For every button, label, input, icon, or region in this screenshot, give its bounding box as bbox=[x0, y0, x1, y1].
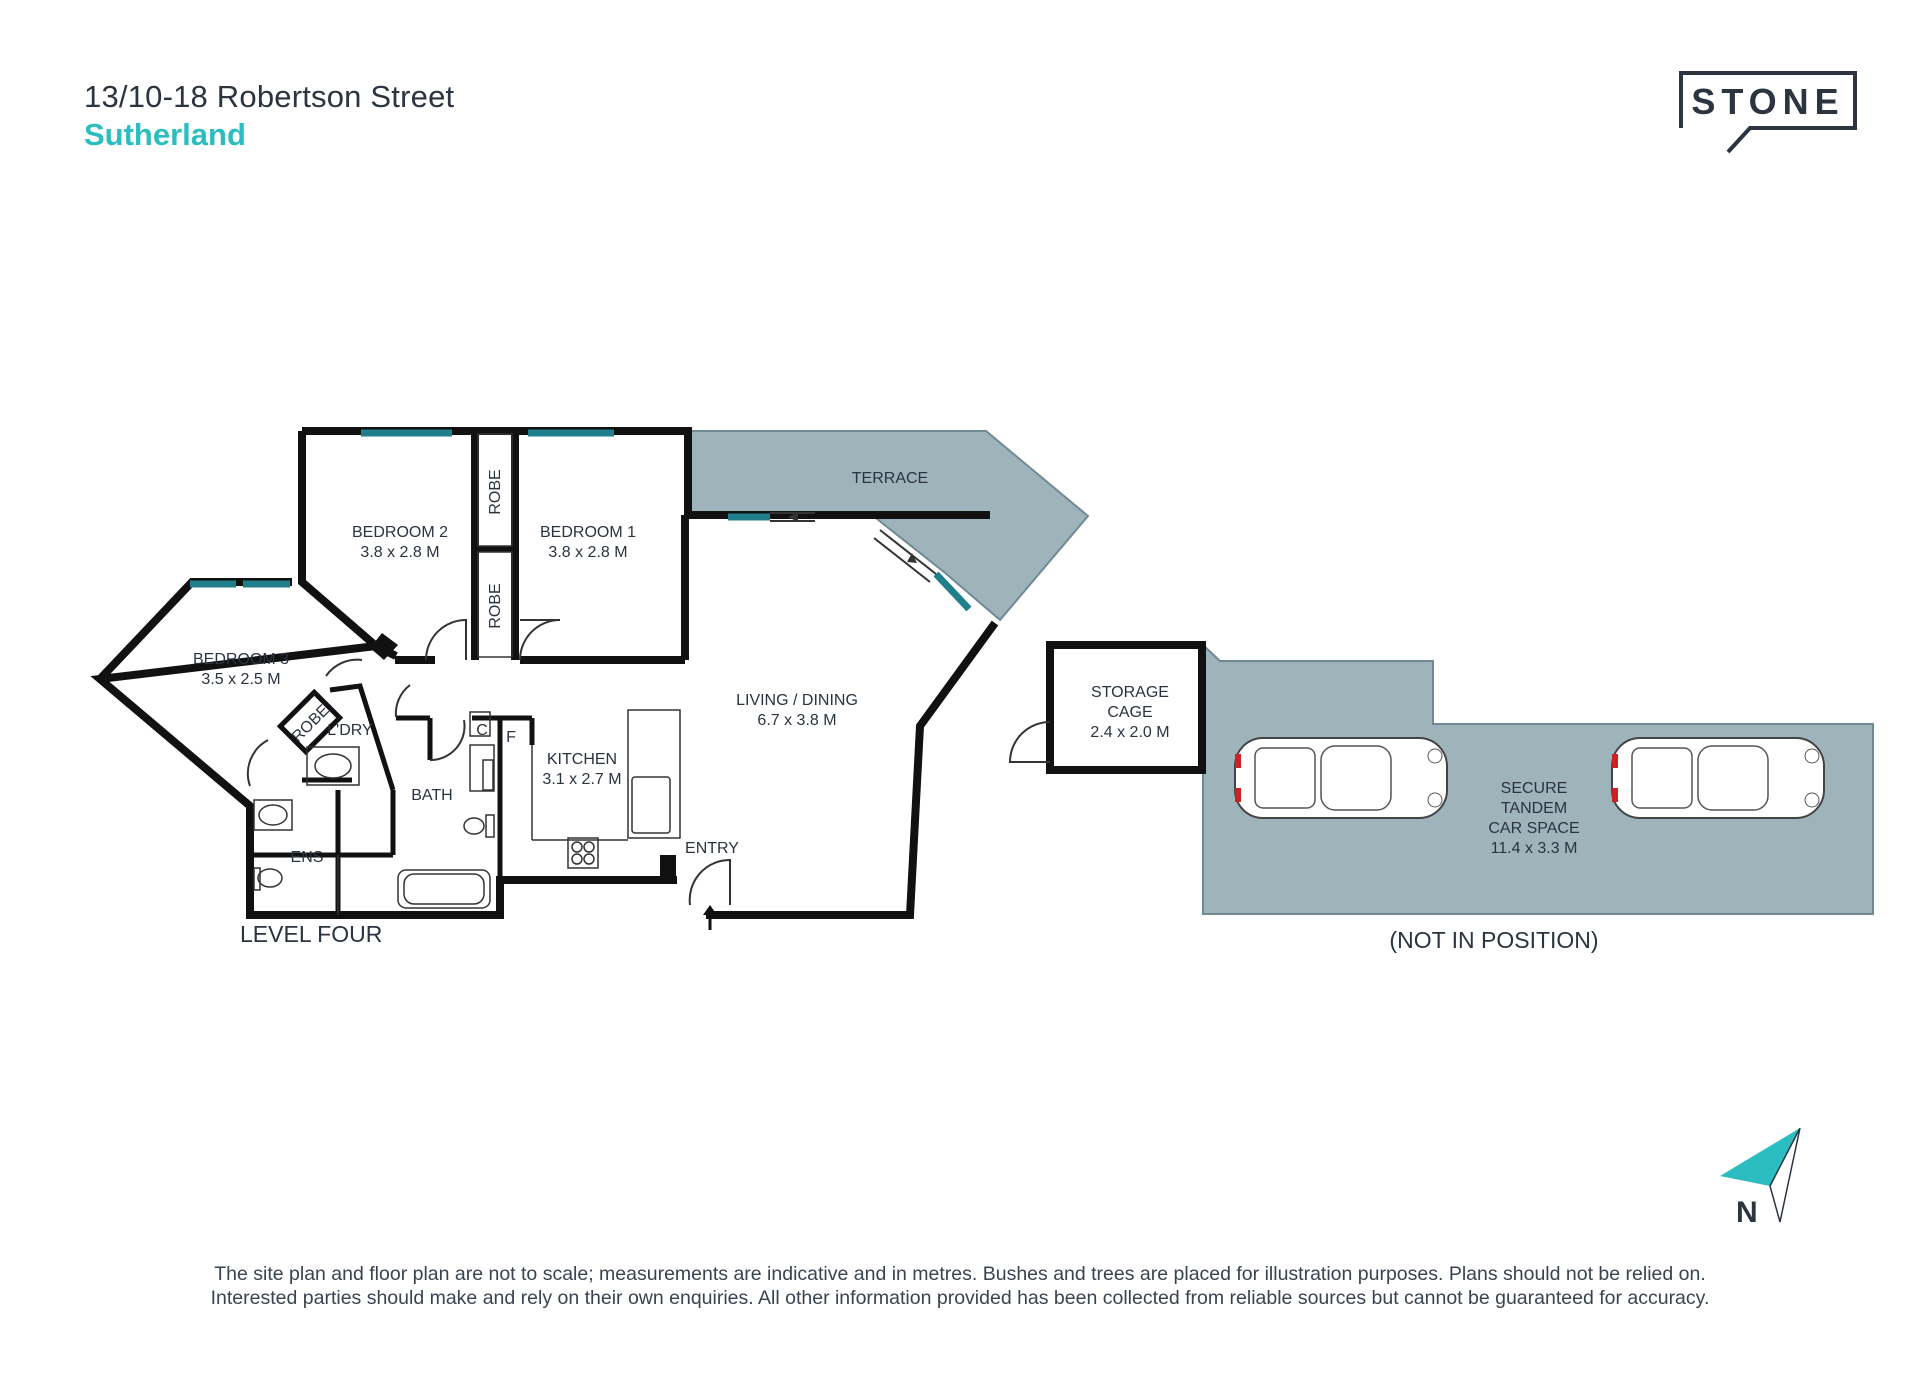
disclaimer-line2: Interested parties should make and rely … bbox=[210, 1287, 1710, 1309]
size-bedroom3: 3.5 x 2.5 M bbox=[201, 671, 280, 688]
label-car-line1: SECURE bbox=[1501, 780, 1568, 797]
label-entry: ENTRY bbox=[685, 840, 739, 857]
storage-cage bbox=[1046, 641, 1206, 774]
car-space-area bbox=[1202, 642, 1874, 915]
label-bedroom1: BEDROOM 1 bbox=[540, 524, 636, 541]
entry-post bbox=[660, 855, 676, 881]
north-arrow: N bbox=[1720, 1128, 1801, 1228]
windows bbox=[190, 429, 972, 612]
label-car-line2: TANDEM bbox=[1501, 800, 1567, 817]
car-icon-1 bbox=[1234, 737, 1448, 819]
header: 13/10-18 Robertson Street Sutherland bbox=[84, 78, 454, 154]
label-cupboard: C bbox=[476, 722, 488, 739]
disclaimer-line1: The site plan and floor plan are not to … bbox=[214, 1263, 1706, 1285]
not-in-position-label: (NOT IN POSITION) bbox=[1389, 927, 1598, 953]
stone-logo: STONE bbox=[1679, 71, 1857, 154]
label-bedroom3: BEDROOM 3 bbox=[193, 651, 289, 668]
terrace-area bbox=[686, 430, 1090, 622]
sliding-doors bbox=[770, 512, 937, 583]
label-ensuite: ENS bbox=[291, 849, 324, 866]
kitchen-fixtures bbox=[531, 709, 681, 869]
label-robe-upper: ROBE bbox=[487, 469, 504, 514]
level-label: LEVEL FOUR bbox=[240, 921, 382, 947]
label-bedroom2: BEDROOM 2 bbox=[352, 524, 448, 541]
size-kitchen: 3.1 x 2.7 M bbox=[542, 771, 621, 788]
north-letter: N bbox=[1736, 1196, 1758, 1228]
storage-door-swing bbox=[1008, 721, 1051, 763]
sliding-door-arrow-2 bbox=[907, 553, 917, 563]
size-bedroom1: 3.8 x 2.8 M bbox=[548, 544, 627, 561]
sliding-door-arrow bbox=[788, 512, 798, 522]
label-fridge: F bbox=[506, 729, 516, 746]
label-bath: BATH bbox=[411, 787, 452, 804]
car-icon-2 bbox=[1611, 737, 1825, 819]
label-robe-lower: ROBE bbox=[487, 583, 504, 628]
label-car-line3: CAR SPACE bbox=[1488, 820, 1579, 837]
size-living: 6.7 x 3.8 M bbox=[757, 712, 836, 729]
wall-post-bedroom2 bbox=[370, 633, 398, 660]
size-storage: 2.4 x 2.0 M bbox=[1090, 724, 1169, 741]
label-kitchen: KITCHEN bbox=[547, 751, 617, 768]
label-storage-line2: CAGE bbox=[1107, 704, 1152, 721]
label-storage-line1: STORAGE bbox=[1091, 684, 1169, 701]
disclaimer: The site plan and floor plan are not to … bbox=[60, 1262, 1860, 1310]
entry-arrow-head bbox=[703, 905, 717, 915]
property-suburb: Sutherland bbox=[84, 117, 246, 152]
robe-box-bedroom3 bbox=[276, 688, 344, 756]
label-laundry: L'DRY bbox=[327, 722, 373, 739]
robe-box-upper bbox=[477, 433, 513, 547]
robe-box-lower bbox=[477, 551, 513, 658]
bathroom-fixtures bbox=[253, 711, 495, 915]
logo-text: STONE bbox=[1691, 81, 1844, 122]
property-address: 13/10-18 Robertson Street bbox=[84, 79, 455, 114]
size-bedroom2: 3.8 x 2.8 M bbox=[360, 544, 439, 561]
label-living: LIVING / DINING bbox=[736, 692, 858, 709]
label-terrace: TERRACE bbox=[852, 470, 928, 487]
size-car: 11.4 x 3.3 M bbox=[1491, 840, 1578, 857]
